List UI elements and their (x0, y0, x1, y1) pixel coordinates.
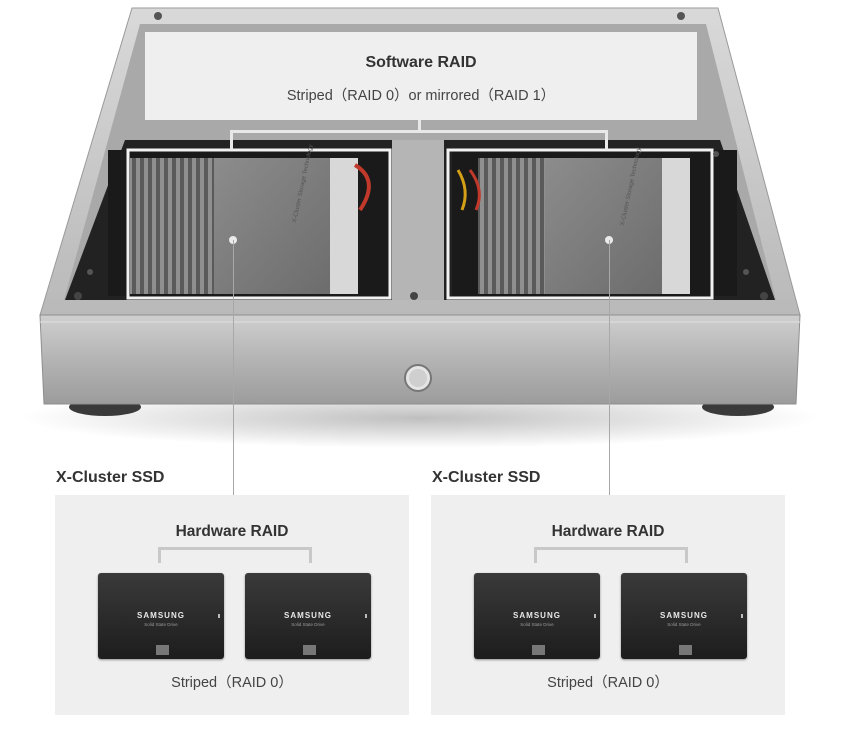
ssd-brand: SAMSUNG (513, 611, 561, 620)
left-connector-line (233, 240, 234, 495)
right-hardware-raid-panel: Hardware RAID SAMSUNG Solid State Drive … (431, 495, 785, 715)
right-cluster-title: X-Cluster SSD (432, 469, 541, 486)
ssd-subtitle: Solid State Drive (667, 622, 701, 627)
ssd-subtitle: Solid State Drive (144, 622, 178, 627)
raid-mode-label: Striped（RAID 0） (171, 675, 293, 691)
ssd-brand: SAMSUNG (660, 611, 708, 620)
hardware-raid-title: Hardware RAID (551, 523, 665, 540)
software-raid-subtitle: Striped（RAID 0）or mirrored（RAID 1） (286, 88, 556, 104)
ssd-subtitle: Solid State Drive (520, 622, 554, 627)
ssd-drive: SAMSUNG Solid State Drive (98, 573, 224, 659)
software-raid-title: Software RAID (365, 54, 477, 71)
left-hardware-raid-panel: Hardware RAID SAMSUNG Solid State Drive … (55, 495, 409, 715)
hardware-raid-bracket (158, 547, 312, 563)
right-connector-line (609, 240, 610, 495)
ssd-drive: SAMSUNG Solid State Drive (245, 573, 371, 659)
hardware-raid-title: Hardware RAID (175, 523, 289, 540)
ssd-brand: SAMSUNG (284, 611, 332, 620)
software-raid-label: Software RAID Striped（RAID 0）or mirrored… (145, 32, 697, 120)
ssd-drive: SAMSUNG Solid State Drive (474, 573, 600, 659)
software-raid-bracket (230, 120, 608, 150)
hardware-raid-bracket (534, 547, 688, 563)
raid-mode-label: Striped（RAID 0） (547, 675, 669, 691)
left-cluster-title: X-Cluster SSD (56, 469, 165, 486)
ssd-subtitle: Solid State Drive (291, 622, 325, 627)
ssd-drive: SAMSUNG Solid State Drive (621, 573, 747, 659)
ssd-brand: SAMSUNG (137, 611, 185, 620)
